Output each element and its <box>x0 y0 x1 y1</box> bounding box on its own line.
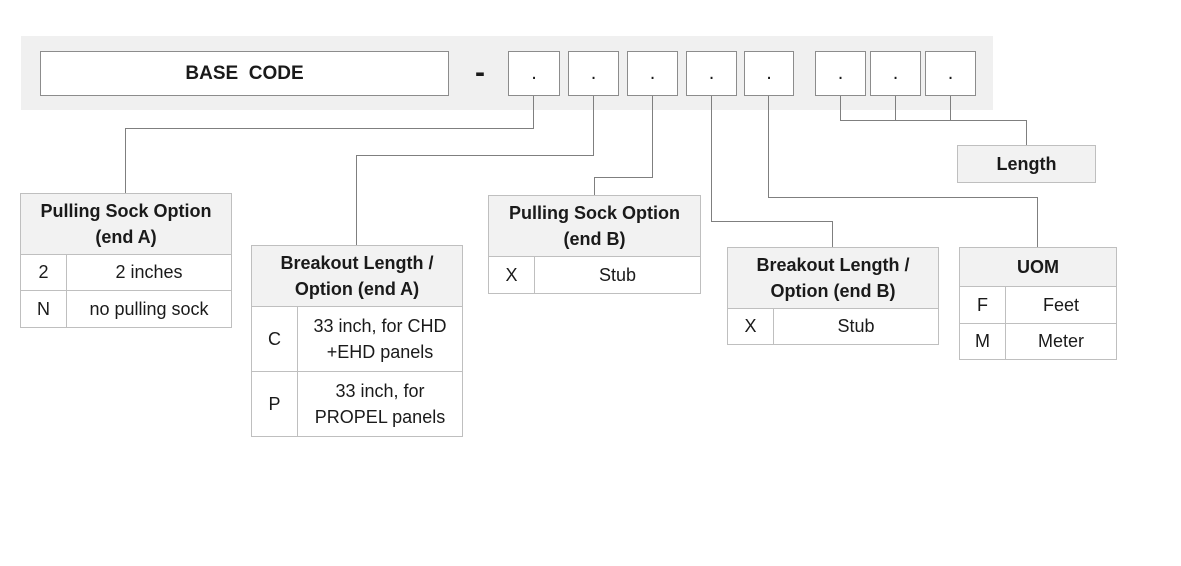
table-row: X Stub <box>488 256 701 294</box>
table-row: 2 2 inches <box>20 254 232 291</box>
connector-breakout-b <box>711 96 833 248</box>
table-header: Breakout Length / Option (end A) <box>251 245 463 307</box>
option-code: N <box>20 290 67 328</box>
code-separator: - <box>475 56 485 89</box>
option-description-line1: 33 inch, for CHD <box>313 316 447 336</box>
table-title-line1: Breakout Length / <box>280 253 434 273</box>
option-code: M <box>959 323 1006 360</box>
code-slot-4: . <box>686 51 737 96</box>
table-title-line1: Breakout Length / <box>756 255 910 275</box>
table-pulling-sock-end-a: Pulling Sock Option (end A) 2 2 inches N… <box>20 193 232 328</box>
length-label: Length <box>957 145 1096 183</box>
connector-length <box>840 96 1027 146</box>
option-code: C <box>251 306 298 372</box>
base-code-box: BASE CODE <box>40 51 449 96</box>
option-code: X <box>488 256 535 294</box>
table-title-line2: (end A) <box>95 227 157 247</box>
table-header: Breakout Length / Option (end B) <box>727 247 939 309</box>
table-row: X Stub <box>727 308 939 345</box>
table-title-line2: Option (end B) <box>770 281 896 301</box>
connector-pulling-a <box>125 96 534 194</box>
table-breakout-end-a: Breakout Length / Option (end A) C 33 in… <box>251 245 463 437</box>
table-row: N no pulling sock <box>20 290 232 328</box>
code-slot-5: . <box>744 51 794 96</box>
option-description: 33 inch, for CHD +EHD panels <box>297 306 463 372</box>
table-header: UOM <box>959 247 1117 287</box>
table-breakout-end-b: Breakout Length / Option (end B) X Stub <box>727 247 939 345</box>
option-description-line1: 33 inch, for <box>335 381 425 401</box>
connector-breakout-a <box>356 96 594 246</box>
table-title-line2: Option (end A) <box>294 279 420 299</box>
connector-pulling-b <box>594 96 653 196</box>
option-code: F <box>959 286 1006 324</box>
table-pulling-sock-end-b: Pulling Sock Option (end B) X Stub <box>488 195 701 294</box>
table-row: P 33 inch, for PROPEL panels <box>251 371 463 437</box>
option-description: Meter <box>1005 323 1117 360</box>
table-row: F Feet <box>959 286 1117 324</box>
code-slot-8: . <box>925 51 976 96</box>
code-slot-1: . <box>508 51 560 96</box>
table-uom: UOM F Feet M Meter <box>959 247 1117 360</box>
option-description: 33 inch, for PROPEL panels <box>297 371 463 437</box>
option-description: Stub <box>773 308 939 345</box>
table-title-line1: Pulling Sock Option <box>40 201 212 221</box>
table-header: Pulling Sock Option (end A) <box>20 193 232 255</box>
option-description: 2 inches <box>66 254 232 291</box>
option-code: X <box>727 308 774 345</box>
option-description-line2: +EHD panels <box>326 342 434 362</box>
table-title-line2: (end B) <box>563 229 626 249</box>
option-description: Stub <box>534 256 701 294</box>
code-slot-6: . <box>815 51 866 96</box>
option-code: 2 <box>20 254 67 291</box>
table-row: M Meter <box>959 323 1117 360</box>
option-description-line2: PROPEL panels <box>314 407 446 427</box>
table-row: C 33 inch, for CHD +EHD panels <box>251 306 463 372</box>
code-slot-3: . <box>627 51 678 96</box>
connector-uom <box>768 96 1038 248</box>
code-slot-2: . <box>568 51 619 96</box>
table-title-line1: Pulling Sock Option <box>509 203 680 223</box>
code-slot-7: . <box>870 51 921 96</box>
table-header: Pulling Sock Option (end B) <box>488 195 701 257</box>
option-description: Feet <box>1005 286 1117 324</box>
option-description: no pulling sock <box>66 290 232 328</box>
option-code: P <box>251 371 298 437</box>
